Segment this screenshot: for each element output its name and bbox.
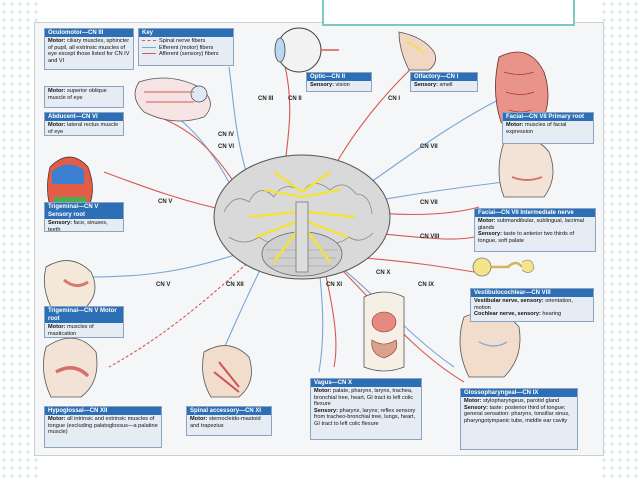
vagus-box: Vagus—CN X Motor: palate, pharynx, laryn…	[310, 378, 422, 440]
inner-ear-icon	[472, 257, 535, 277]
thoracic-organs-icon	[363, 291, 405, 372]
olfactory-box: Olfactory—CN I Sensory: smell	[410, 72, 478, 92]
box-title: Facial—CN VII Intermediate nerve	[475, 209, 595, 217]
tongue-icon	[43, 337, 98, 398]
key-spinal: Spinal nerve fibers	[142, 38, 230, 45]
hypoglossal-box: Hypoglossal—CN XII Motor: all intrinsic …	[44, 406, 162, 448]
spinal-accessory-box: Spinal accessory—CN XI Motor: sternoclei…	[186, 406, 272, 436]
abducent-box: Abducent—CN VI Motor: lateral rectus mus…	[44, 112, 124, 136]
slide-title-placeholder	[322, 0, 575, 26]
key-title: Key	[139, 29, 233, 37]
label-cn11: CN XI	[326, 282, 343, 288]
label-cn12: CN XII	[226, 282, 244, 288]
label-cn9: CN IX	[418, 282, 435, 288]
glossopharyngeal-box: Glossopharyngeal—CN IX Motor: stylophary…	[460, 388, 578, 450]
box-title: Oculomotor—CN III	[45, 29, 133, 37]
key-efferent: Efferent (motor) fibers	[142, 45, 230, 52]
label-cn5-sensory: CN V	[158, 199, 173, 205]
box-title: Vestibulocochlear—CN VIII	[471, 289, 593, 297]
label-cn4: CN IV	[218, 132, 235, 138]
box-title: Facial—CN VII Primary root	[503, 113, 593, 121]
label-cn2: CN II	[288, 96, 302, 102]
pharynx-icon	[459, 311, 521, 378]
key-legend: Key Spinal nerve fibers Efferent (motor)…	[138, 28, 234, 66]
eye-icon	[274, 27, 339, 73]
trochlear-box: Motor: superior oblique muscle of eye	[44, 86, 124, 108]
label-cn1: CN I	[388, 96, 400, 102]
label-cn8: CN VIII	[420, 234, 440, 240]
box-title: Trigeminal—CN V Sensory root	[45, 203, 123, 219]
label-cn5-motor: CN V	[156, 282, 171, 288]
brain-icon	[213, 154, 391, 280]
box-title: Vagus—CN X	[311, 379, 421, 387]
label-cn10: CN X	[376, 270, 391, 276]
key-afferent: Afferent (sensory) fibers	[142, 51, 230, 58]
trigeminal-sensory-box: Trigeminal—CN V Sensory root Sensory: fa…	[44, 202, 124, 233]
cranial-nerve-illustration	[43, 27, 554, 398]
facial-intermediate-box: Facial—CN VII Intermediate nerve Motor: …	[474, 208, 596, 252]
dot-pattern-left	[0, 0, 38, 478]
box-title: Olfactory—CN I	[411, 73, 477, 81]
box-title: Hypoglossal—CN XII	[45, 407, 161, 415]
label-cn7-primary: CN VII	[420, 144, 438, 150]
optic-box: Optic—CN II Sensory: vision	[306, 72, 372, 92]
nasal-cavity-icon	[398, 31, 437, 71]
label-cn7-intermediate: CN VII	[420, 200, 438, 206]
head-sagittal-icon	[498, 138, 554, 198]
trigeminal-motor-box: Trigeminal—CN V Motor root Motor: muscle…	[44, 306, 124, 338]
box-title: Abducent—CN VI	[45, 113, 123, 121]
box-title: Glossopharyngeal—CN IX	[461, 389, 577, 397]
facial-primary-box: Facial—CN VII Primary root Motor: muscle…	[502, 112, 594, 144]
box-title: Trigeminal—CN V Motor root	[45, 307, 123, 323]
oculomotor-box: Oculomotor—CN III Motor: ciliary muscles…	[44, 28, 134, 70]
neck-muscles-icon	[202, 345, 252, 398]
dot-pattern-right	[600, 0, 638, 478]
label-cn3: CN III	[258, 96, 274, 102]
box-title: Optic—CN II	[307, 73, 371, 81]
extraocular-muscles-icon	[134, 77, 211, 122]
vestibulocochlear-box: Vestibulocochlear—CN VIII Vestibular ner…	[470, 288, 594, 322]
skull-mastication-icon	[43, 260, 96, 308]
box-title: Spinal accessory—CN XI	[187, 407, 271, 415]
label-cn6: CN VI	[218, 144, 235, 150]
